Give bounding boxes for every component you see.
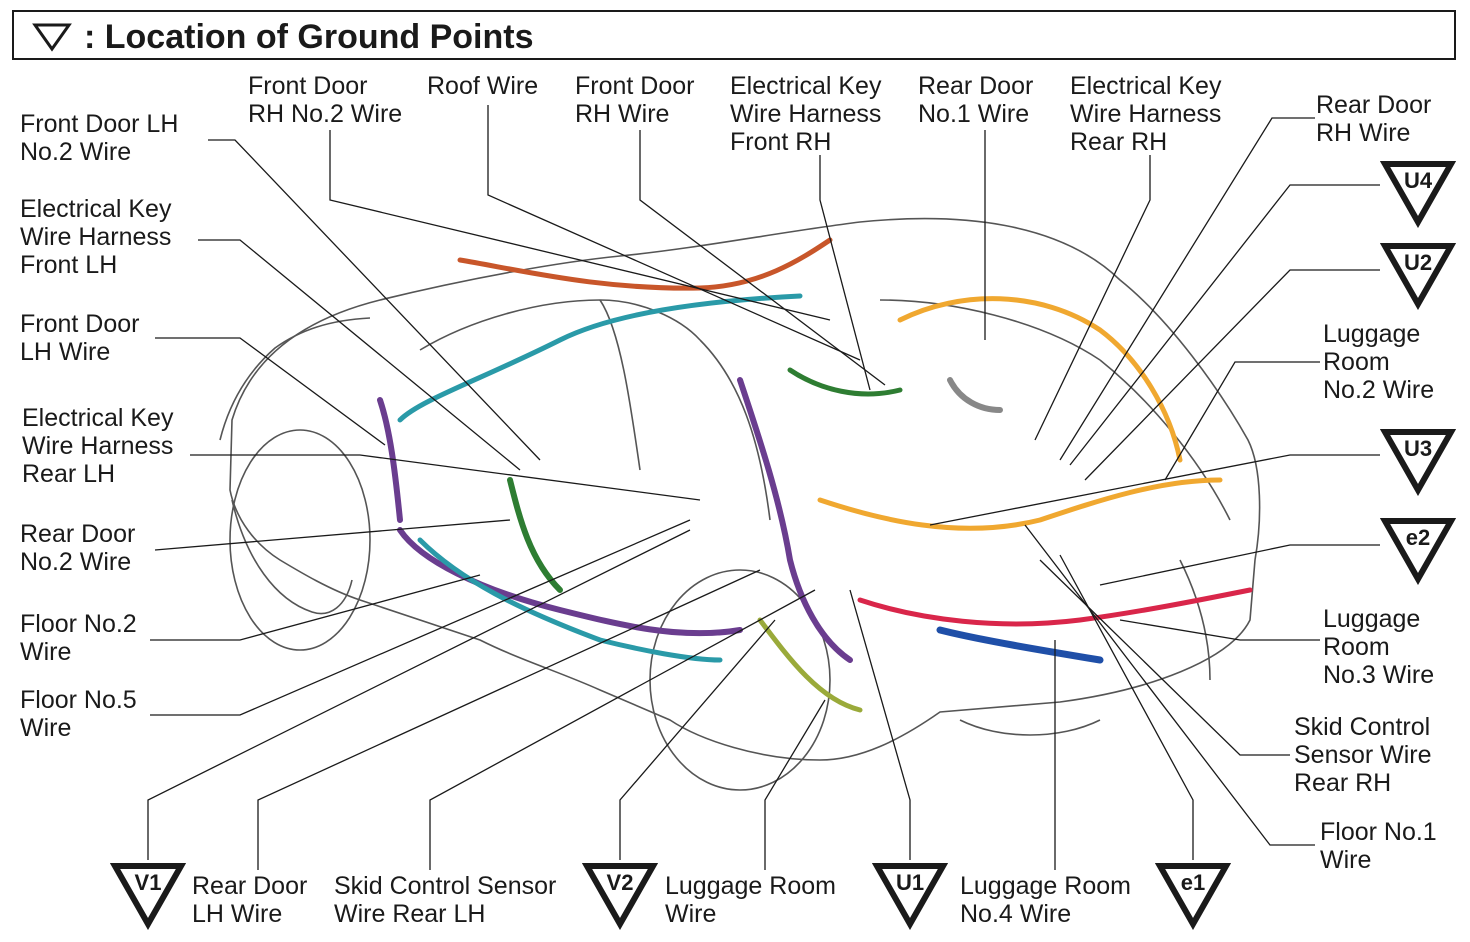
ground-triangle-icon [110,863,186,930]
label-electrical-key-front-rh: Electrical Key Wire Harness Front RH [730,72,882,156]
ground-triangle-icon [1380,243,1456,310]
wire-harnesses [377,237,1253,713]
label-rear-door-rh-wire: Rear Door RH Wire [1316,91,1432,147]
ground-point-e2: e2 [1380,517,1456,585]
key-harness-green [787,367,903,397]
label-floor-no2-wire: Floor No.2 Wire [20,610,137,666]
label-electrical-key-front-lh: Electrical Key Wire Harness Front LH [20,195,172,279]
ground-point-u1: U1 [872,862,948,930]
front-wheel-arch [229,429,371,651]
label-floor-no1-wire: Floor No.1 Wire [1320,818,1437,874]
label-luggage-room-no2-wire: Luggage Room No.2 Wire [1323,320,1435,404]
label-rear-door-no1-wire: Rear Door No.1 Wire [918,72,1034,128]
leader-lines [147,105,1380,870]
rear-cross-harness-orange [817,477,1223,531]
label-electrical-key-rear-rh: Electrical Key Wire Harness Rear RH [1070,72,1222,156]
label-luggage-room-no3-wire: Luggage Room No.3 Wire [1323,605,1435,689]
center-harness-purple [737,377,853,663]
ground-point-e1: e1 [1155,862,1231,930]
car-body-outline [219,217,1261,791]
label-front-door-rh-wire: Front Door RH Wire [575,72,695,128]
label-skid-control-sensor-rear-rh: Skid Control Sensor Wire Rear RH [1294,713,1432,797]
label-front-door-rh-no2-wire: Front Door RH No.2 Wire [248,72,403,128]
title-bar: : Location of Ground Points [12,10,1456,60]
label-front-door-lh-no2-wire: Front Door LH No.2 Wire [20,110,179,166]
rear-floor-harness-red [857,587,1253,627]
label-roof-wire: Roof Wire [427,72,539,100]
ground-point-symbol-icon [32,23,72,52]
label-front-door-lh-wire: Front Door LH Wire [20,310,140,366]
rear-door-harness-green [507,477,563,593]
ground-triangle-icon [582,863,658,930]
label-skid-control-sensor-rear-lh: Skid Control Sensor Wire Rear LH [334,872,557,928]
roof-harness-rust [457,237,833,291]
label-floor-no5-wire: Floor No.5 Wire [20,686,137,742]
floor-harness-teal [417,537,723,663]
ground-triangle-icon [1380,518,1456,585]
ground-point-u3: U3 [1380,428,1456,496]
ground-triangle-icon [1380,429,1456,496]
floor-harness-purple [397,527,743,637]
page-title: : Location of Ground Points [84,18,534,56]
ground-point-u2: U2 [1380,242,1456,310]
ground-triangle-icon [1155,863,1231,930]
ground-triangle-icon [872,863,948,930]
front-door-harness-purple [377,397,403,523]
rear-harness-orange [897,296,1183,463]
label-luggage-room-wire: Luggage Room Wire [665,872,836,928]
label-luggage-room-no4-wire: Luggage Room No.4 Wire [960,872,1131,928]
label-rear-door-no2-wire: Rear Door No.2 Wire [20,520,136,576]
luggage-harness-blue [936,626,1104,664]
ground-point-u4: U4 [1380,160,1456,228]
ground-triangle-icon [1380,161,1456,228]
label-electrical-key-rear-lh: Electrical Key Wire Harness Rear LH [22,404,174,488]
ground-point-v2: V2 [582,862,658,930]
label-rear-door-lh-wire: Rear Door LH Wire [192,872,308,928]
rear-door-harness-gray [947,377,1003,413]
ground-point-v1: V1 [110,862,186,930]
skid-harness-olive [757,617,863,713]
